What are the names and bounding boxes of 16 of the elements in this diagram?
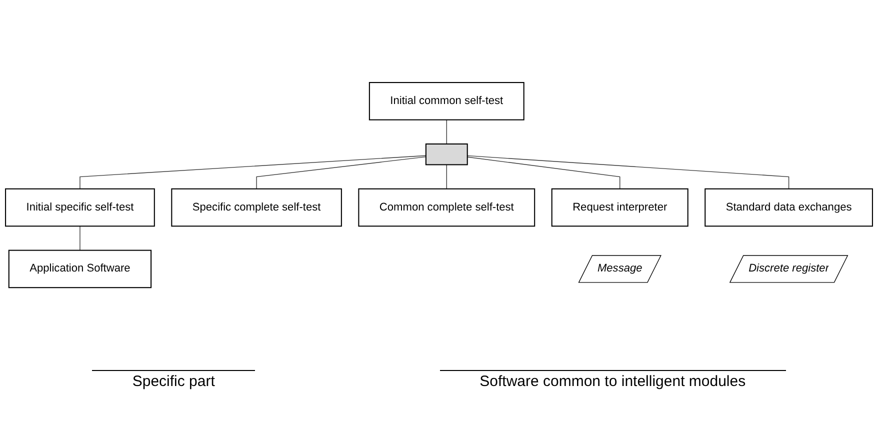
- connector: [467, 155, 790, 190]
- node-box: Initial specific self-test: [5, 188, 155, 227]
- connector: [256, 156, 426, 190]
- node-box: Initial common self-test: [368, 82, 524, 120]
- node-box: Specific complete self-test: [171, 188, 342, 227]
- node-box: Common complete self-test: [358, 188, 536, 227]
- node-box: Standard data exchanges: [704, 188, 873, 227]
- connector: [446, 119, 447, 144]
- connector: [467, 156, 620, 190]
- connector: [80, 155, 426, 190]
- connector: [446, 164, 447, 190]
- node-box: Request interpreter: [551, 188, 688, 227]
- node-bar: [425, 143, 468, 166]
- node-box: Application Software: [8, 250, 152, 288]
- bracket-label: Specific part: [92, 370, 255, 392]
- bracket-label: Software common to intelligent modules: [440, 370, 786, 392]
